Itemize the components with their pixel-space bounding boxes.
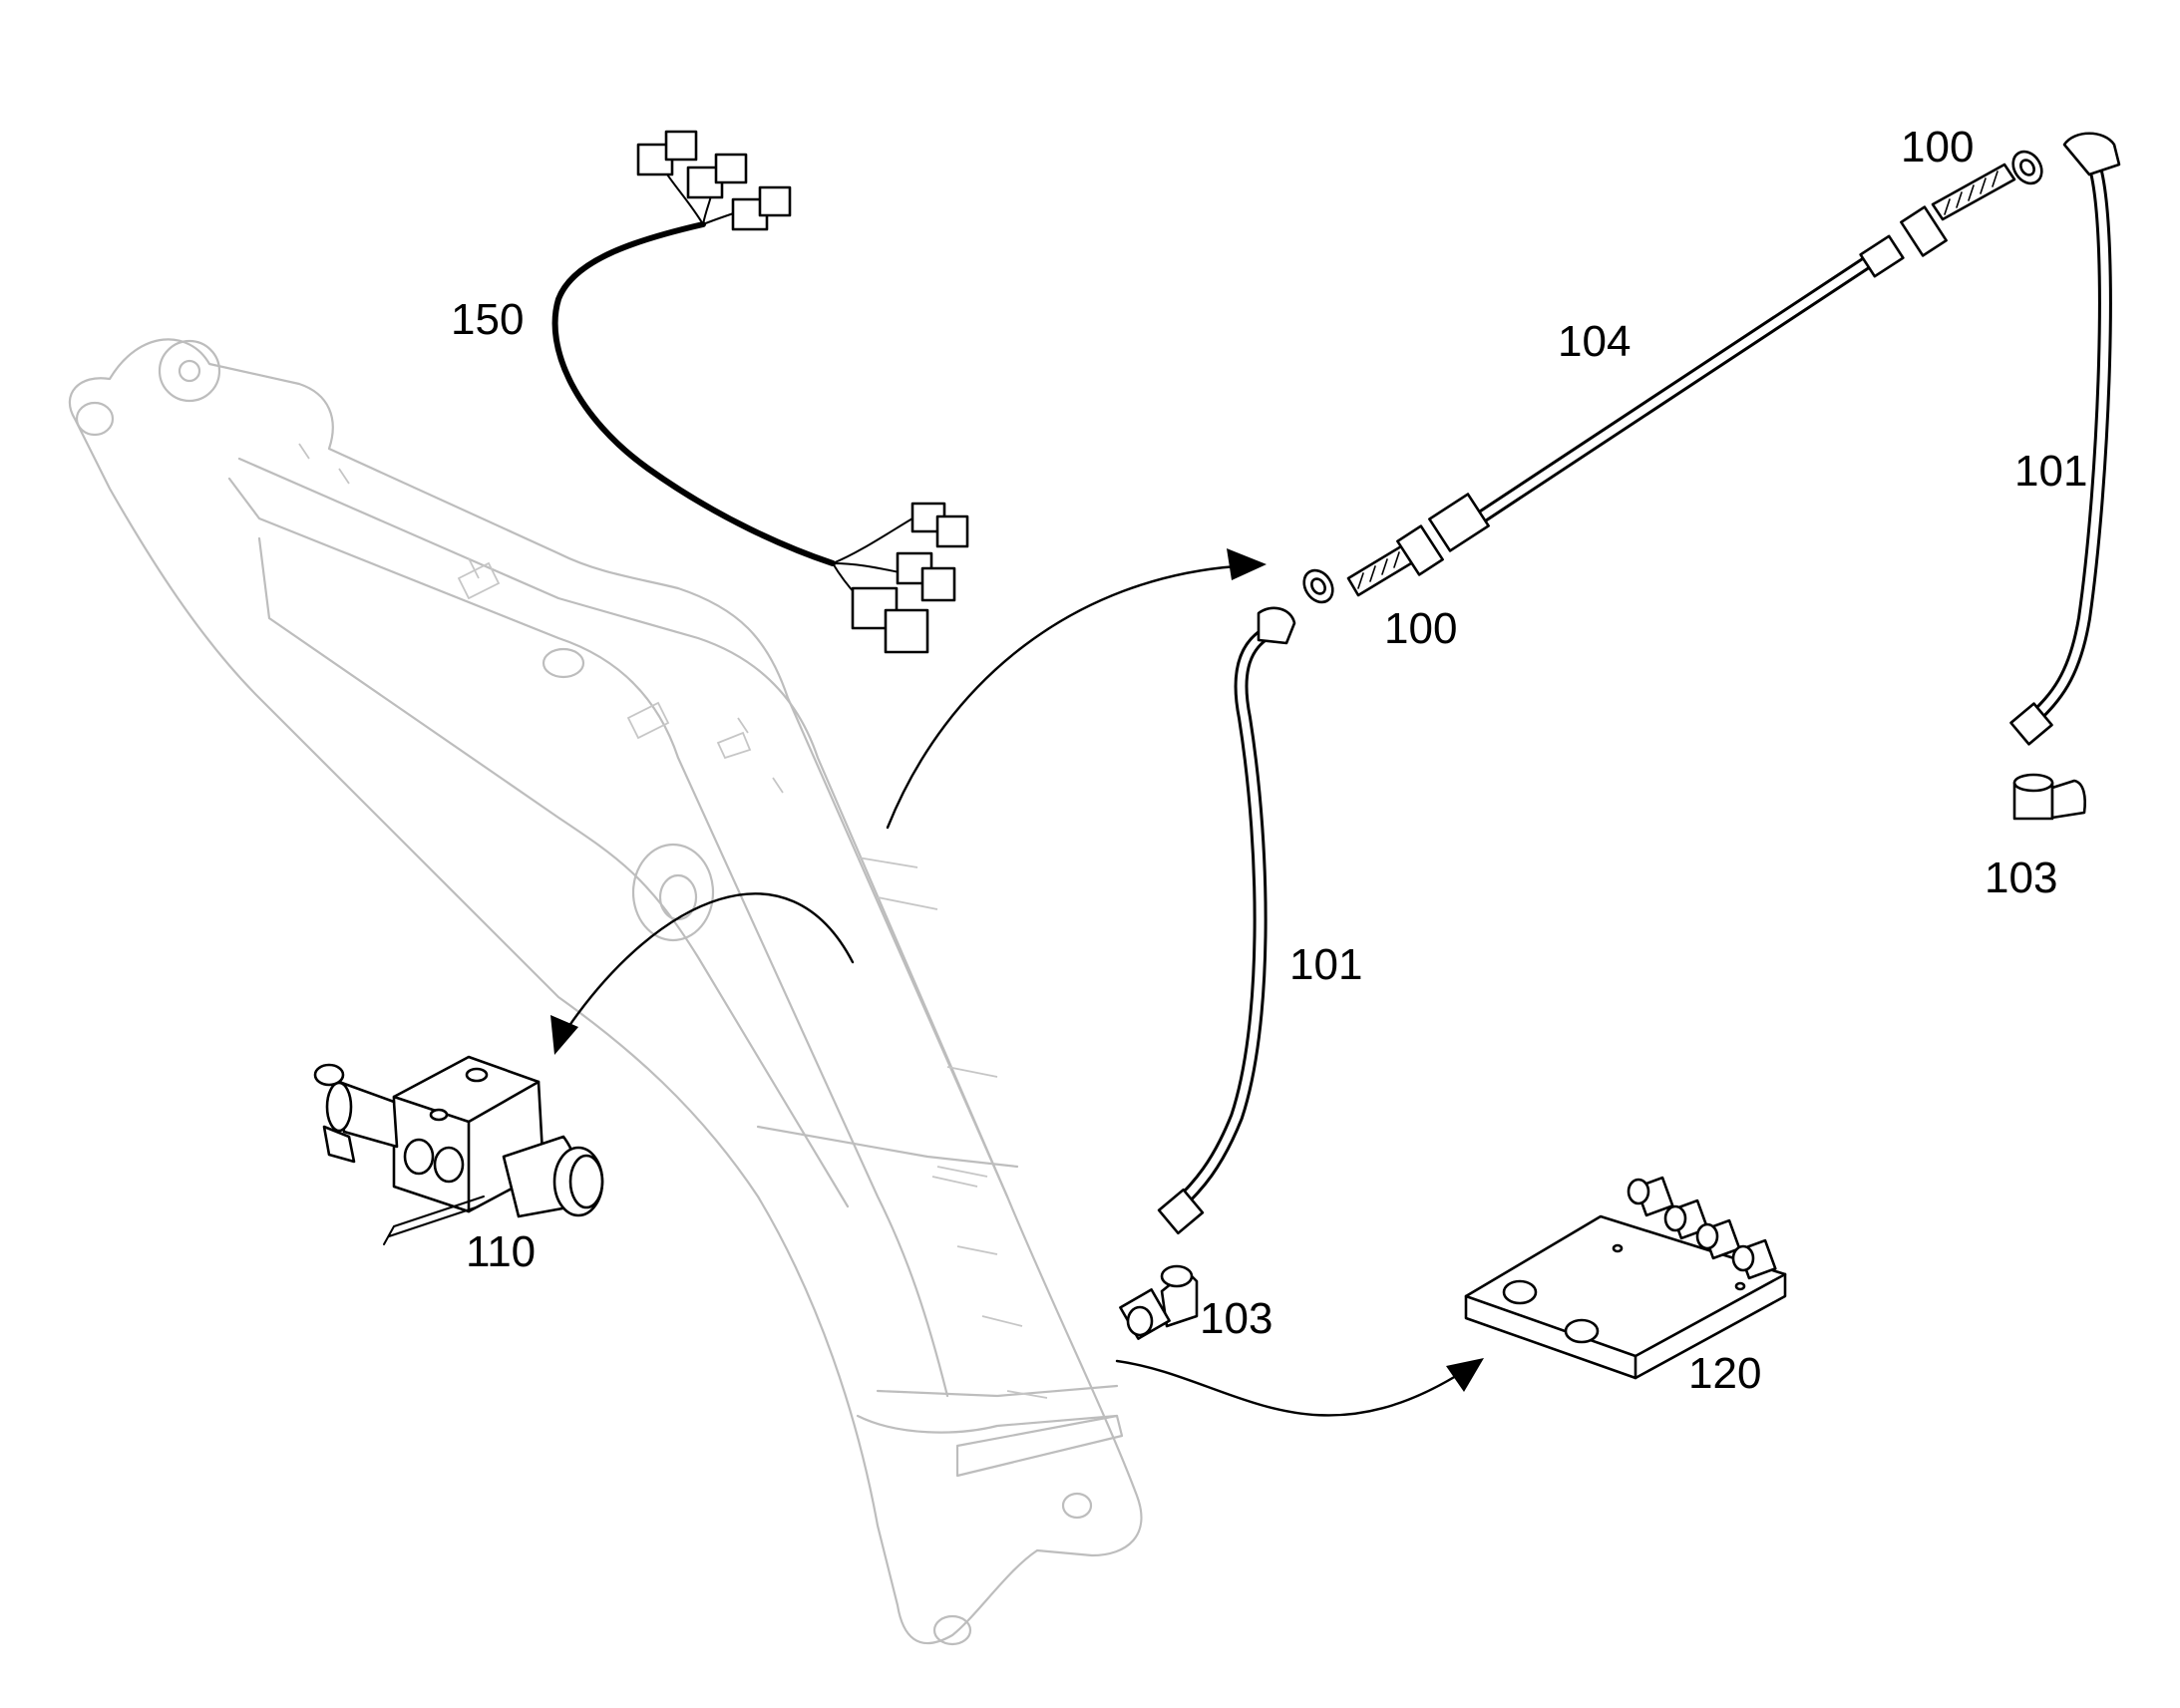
elbow-103-right (2012, 773, 2086, 821)
arrow-to-valve (566, 892, 855, 1029)
label-150: 150 (451, 295, 524, 344)
leader-arrows (550, 548, 1484, 1417)
plate-120 (1464, 1176, 1787, 1380)
connector-150-e (896, 551, 956, 602)
arrow-to-fittings (886, 564, 1239, 830)
hose-101-left (1157, 606, 1296, 1235)
excavator-boom (68, 338, 1143, 1646)
label-103-left: 103 (1200, 1294, 1272, 1343)
arrow-to-plate (1115, 1359, 1458, 1417)
elbow-103-left (1119, 1264, 1199, 1340)
connector-150-b (686, 153, 748, 199)
callout-labels: 100 100 101 101 103 103 104 110 120 150 (451, 123, 2087, 1398)
manifold-fittings (1627, 1176, 1777, 1280)
fitting-100-mid (1302, 524, 1444, 604)
label-104: 104 (1558, 317, 1631, 366)
connector-150-c (731, 185, 792, 231)
label-110: 110 (466, 1227, 536, 1276)
connector-150-d (910, 502, 969, 548)
valve-110 (313, 1055, 604, 1245)
wiring-harness-150 (551, 130, 969, 654)
label-103-right: 103 (1985, 854, 2057, 902)
fitting-100-upper (1900, 150, 2043, 257)
label-120: 120 (1688, 1349, 1761, 1398)
label-100-top: 100 (1901, 123, 1974, 171)
tube-104 (1428, 234, 1905, 552)
hose-101-right (2009, 132, 2121, 746)
connector-150-f (851, 586, 929, 654)
label-101-left: 101 (1289, 940, 1362, 989)
connector-150-a (636, 130, 698, 176)
label-101-right: 101 (2014, 447, 2087, 496)
label-100-mid: 100 (1384, 604, 1457, 653)
